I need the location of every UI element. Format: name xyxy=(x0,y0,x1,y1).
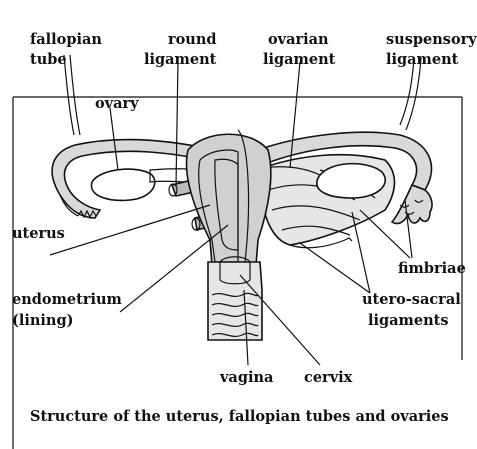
utero-sacral-label: utero-sacral ligaments xyxy=(362,291,466,329)
suspensory-ligament-label: suspensory ligament xyxy=(386,31,477,68)
round-ligament-label: round ligament xyxy=(144,31,222,68)
endometrium-label: endometrium (lining) xyxy=(12,291,127,329)
uterus-label: uterus xyxy=(12,225,65,242)
vagina-shape xyxy=(208,262,262,340)
fimbriae-label: fimbriae xyxy=(398,260,466,277)
left-ovary-shape xyxy=(91,169,154,200)
right-ovary-shape xyxy=(317,164,385,198)
fallopian-tube-label: fallopian tube xyxy=(30,31,107,68)
fimbriae-shape xyxy=(392,185,432,224)
cervix-label: cervix xyxy=(304,369,353,386)
uterus-shape xyxy=(187,134,271,265)
vagina-label: vagina xyxy=(219,369,274,386)
ovarian-ligament-label: ovarian ligament xyxy=(263,31,336,68)
ovary-label: ovary xyxy=(95,95,139,112)
right-suspensory-ligament-shape xyxy=(400,58,414,125)
diagram-caption: Structure of the uterus, fallopian tubes… xyxy=(30,408,449,425)
